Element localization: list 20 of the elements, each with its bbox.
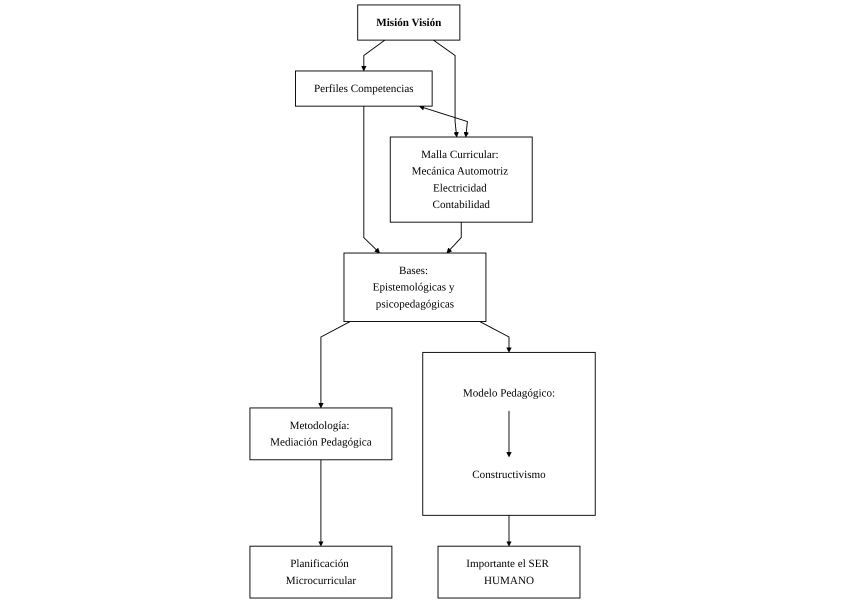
arrow [419,105,470,138]
arrow [433,40,460,138]
node-box: Malla Curricular: Mecánica Automotriz Electricidad Contabilidad [390,136,534,223]
arrow [364,106,380,254]
node-box: Importante el SER HUMANO [438,546,581,598]
arrow [480,321,512,353]
arrow [447,222,462,254]
node-box: Metodología: Mediación Pedagógica [250,408,393,460]
arrow [318,459,324,546]
arrow [362,40,386,72]
node-box: Misión Visión [358,4,461,41]
node-text: Modelo Pedagógico: [463,386,556,400]
arrow [506,410,512,458]
cluster [422,352,596,516]
node-text: Constructivismo [472,468,546,480]
arrow [506,514,512,546]
node-box: Planificación Microcurricular [250,546,393,598]
node-box: Bases: Epistemológicas y psicopedagógicas [344,252,487,322]
arrow [318,321,351,408]
node-box: Perfiles Competencias [295,70,434,107]
